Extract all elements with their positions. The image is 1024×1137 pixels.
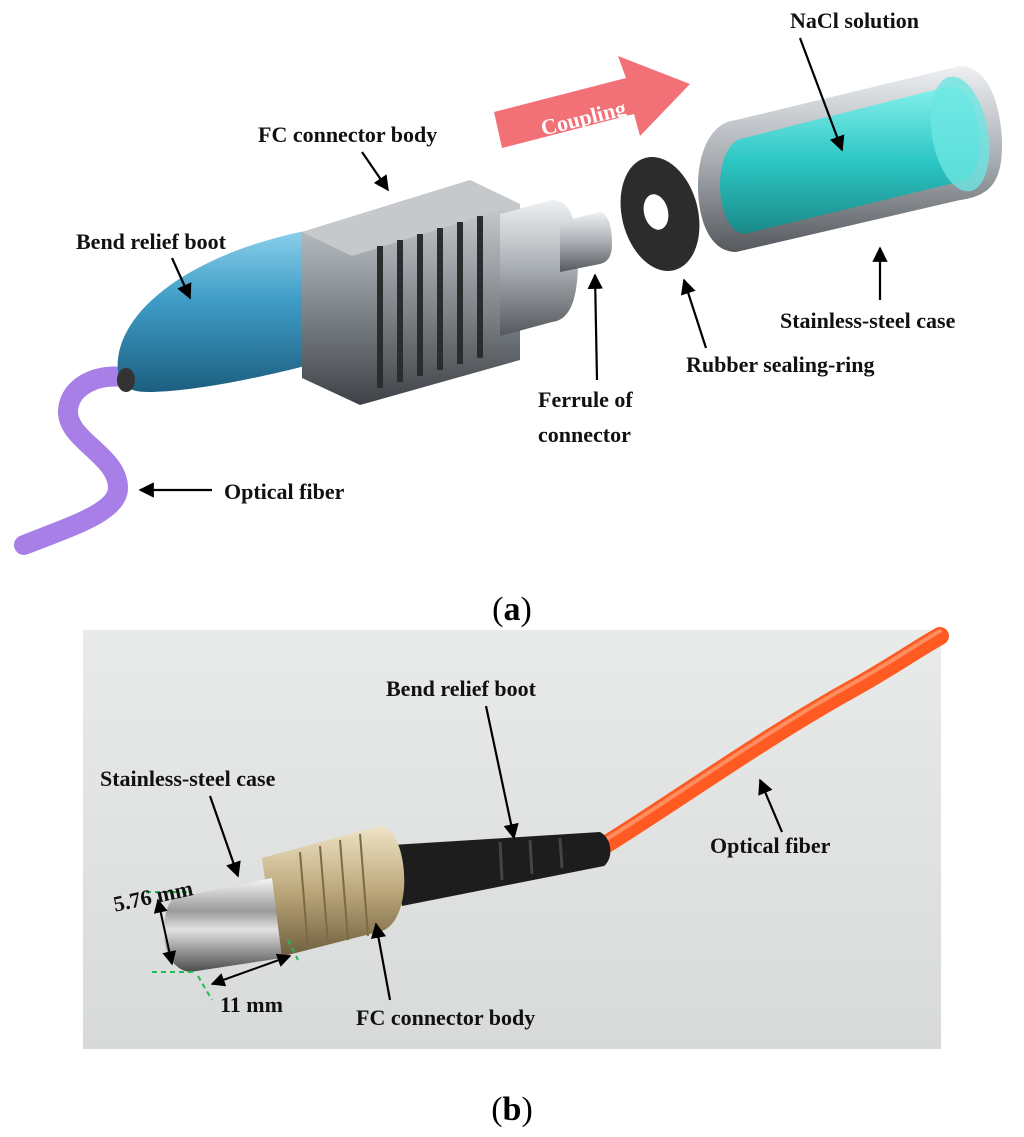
connector-sleeve-a xyxy=(500,200,578,336)
optical-fiber-label-b: Optical fiber xyxy=(710,833,831,858)
bend-relief-boot-label-a: Bend relief boot xyxy=(76,229,227,254)
ferrule-label-line2: connector xyxy=(538,422,631,447)
fc-connector-body-label-a: FC connector body xyxy=(258,122,437,147)
stainless-steel-case-shape-b xyxy=(164,878,282,972)
fc-connector-body-label-b: FC connector body xyxy=(356,1005,535,1030)
caption-a: (a) xyxy=(492,591,532,628)
caption-b: (b) xyxy=(491,1091,533,1128)
length-label: 11 mm xyxy=(220,992,283,1017)
panel-b-leader-arrows xyxy=(208,705,784,1001)
dimension-arrows xyxy=(153,898,292,987)
fc-connector-body-shape-b xyxy=(262,826,405,958)
optical-fiber-tube-a xyxy=(14,366,138,555)
coupling-arrow xyxy=(494,56,690,148)
boot-tip-a xyxy=(117,368,135,392)
optical-fiber-tube-b xyxy=(591,627,949,857)
optical-fiber-label-a: Optical fiber xyxy=(224,479,345,504)
bend-relief-boot-label-b: Bend relief boot xyxy=(386,676,537,701)
knurl-ribs-a xyxy=(377,216,483,388)
ferrule-label-line1: Ferrule of xyxy=(538,387,633,412)
stainless-steel-case-label-a: Stainless-steel case xyxy=(780,308,956,333)
panel-a-leader-arrows xyxy=(138,37,888,498)
dimension-guides xyxy=(146,891,299,1001)
ferrule-shape-a xyxy=(560,212,612,272)
stainless-steel-case-label-b: Stainless-steel case xyxy=(100,766,276,791)
bend-relief-boot-shape-a xyxy=(117,226,360,392)
panel-a-illustration xyxy=(14,66,1002,555)
rubber-sealing-ring-label: Rubber sealing-ring xyxy=(686,352,874,377)
nacl-solution-label: NaCl solution xyxy=(790,8,919,33)
nacl-solution-shape-a xyxy=(720,86,980,234)
